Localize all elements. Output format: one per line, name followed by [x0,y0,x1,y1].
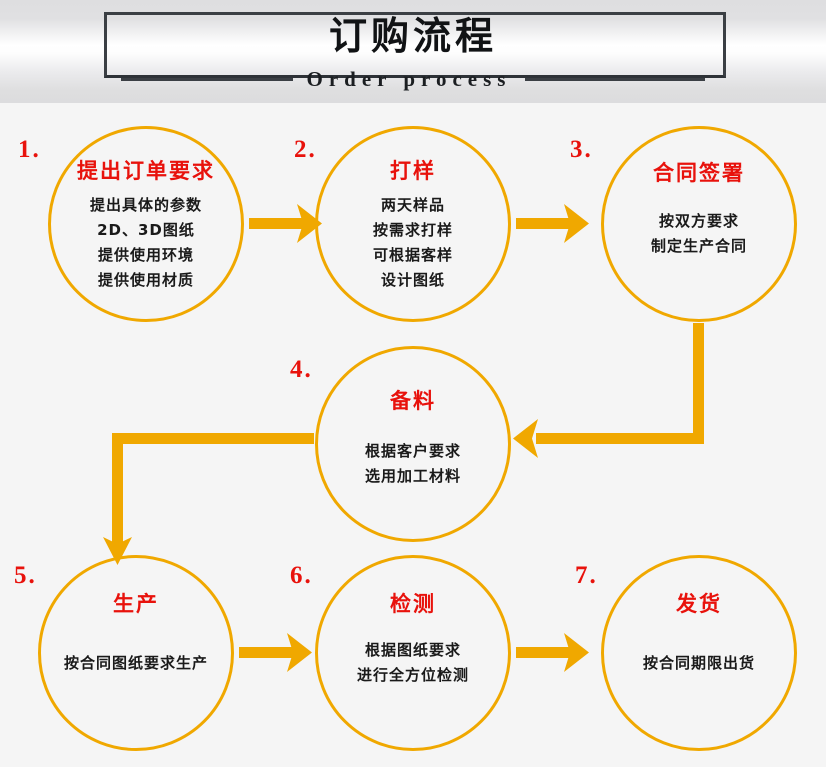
flow-node-body-line: 提供使用环境 [97,246,194,264]
subtitle-dash-right-icon [525,77,706,81]
flow-node-body-line: 提出具体的参数 [89,196,202,214]
page-title: 订购流程 [328,14,497,58]
flow-node-body-line: 选用加工材料 [364,467,461,485]
flow-node-body-line: 可根据客样 [372,246,453,264]
flow-node-body-line: 进行全方位检测 [356,666,469,684]
flow-node-6-title: 检测 [390,592,436,616]
subtitle-dash-left-icon [120,77,293,81]
flow-node-5-title: 生产 [113,592,159,616]
flow-node-7-body: 按合同期限出货 [643,651,755,676]
step-number-4: 4. [290,356,313,383]
arrow-node3-to-node4-icon [513,323,704,458]
flow-node-7-title: 发货 [676,592,722,616]
step-number-1: 1. [18,136,41,163]
step-number-3: 3. [570,136,593,163]
flow-node-1-body: 提出具体的参数 2D、3D图纸提供使用环境提供使用材质 [90,193,202,293]
header-frame [104,12,726,78]
step-number-6: 6. [290,562,313,589]
flow-node-5-body: 按合同图纸要求生产 [64,651,208,676]
flow-node-body-line: 2D、3D图纸 [97,221,195,239]
flow-node-body-line: 按合同期限出货 [642,654,755,672]
flow-node-4-body: 根据客户要求选用加工材料 [365,439,461,489]
flow-node-6[interactable]: 检测 根据图纸要求进行全方位检测 [315,555,511,751]
arrow-node5-to-node6-icon [239,633,312,672]
flow-node-4-title: 备料 [390,389,436,413]
flow-node-body-line: 设计图纸 [380,271,445,289]
step-number-2: 2. [294,136,317,163]
header-band: 订购流程 Order process [0,0,826,103]
flow-node-6-body: 根据图纸要求进行全方位检测 [357,638,469,688]
page-subtitle: Order process [306,66,512,91]
arrow-node4-to-node5-icon [103,433,314,565]
flow-node-4[interactable]: 备料 根据客户要求选用加工材料 [315,346,511,542]
flow-node-body-line: 根据图纸要求 [364,641,461,659]
flow-node-body-line: 按需求打样 [372,221,453,239]
arrow-node2-to-node3-icon [516,204,589,243]
flow-node-body-line: 提供使用材质 [97,271,194,289]
flow-node-3-title: 合同签署 [653,161,745,185]
arrow-node6-to-node7-icon [516,633,589,672]
flow-node-5[interactable]: 生产 按合同图纸要求生产 [38,555,234,751]
flow-node-7[interactable]: 发货 按合同期限出货 [601,555,797,751]
connector-layer [103,204,704,672]
flow-node-2-title: 打样 [390,159,436,183]
order-process-flow: 1. 2. 3. 4. 5. 6. 7. 提出订单要求 提出具体的参数 2D、3D… [0,103,826,767]
flow-node-body-line: 按合同图纸要求生产 [63,654,208,672]
flow-node-1-title: 提出订单要求 [77,159,215,183]
step-number-7: 7. [575,562,598,589]
flow-node-body-line: 根据客户要求 [364,442,461,460]
step-number-5: 5. [14,562,37,589]
flow-node-3[interactable]: 合同签署 按双方要求制定生产合同 [601,126,797,322]
flow-node-3-body: 按双方要求制定生产合同 [651,209,747,259]
subtitle-row: Order process [0,62,826,96]
flow-node-body-line: 按双方要求 [658,212,739,230]
flow-node-1[interactable]: 提出订单要求 提出具体的参数 2D、3D图纸提供使用环境提供使用材质 [48,126,244,322]
flow-node-body-line: 制定生产合同 [650,237,747,255]
flow-node-body-line: 两天样品 [380,196,445,214]
arrow-node1-to-node2-icon [249,204,322,243]
flow-node-2[interactable]: 打样 两天样品按需求打样可根据客样设计图纸 [315,126,511,322]
flow-node-2-body: 两天样品按需求打样可根据客样设计图纸 [373,193,453,293]
